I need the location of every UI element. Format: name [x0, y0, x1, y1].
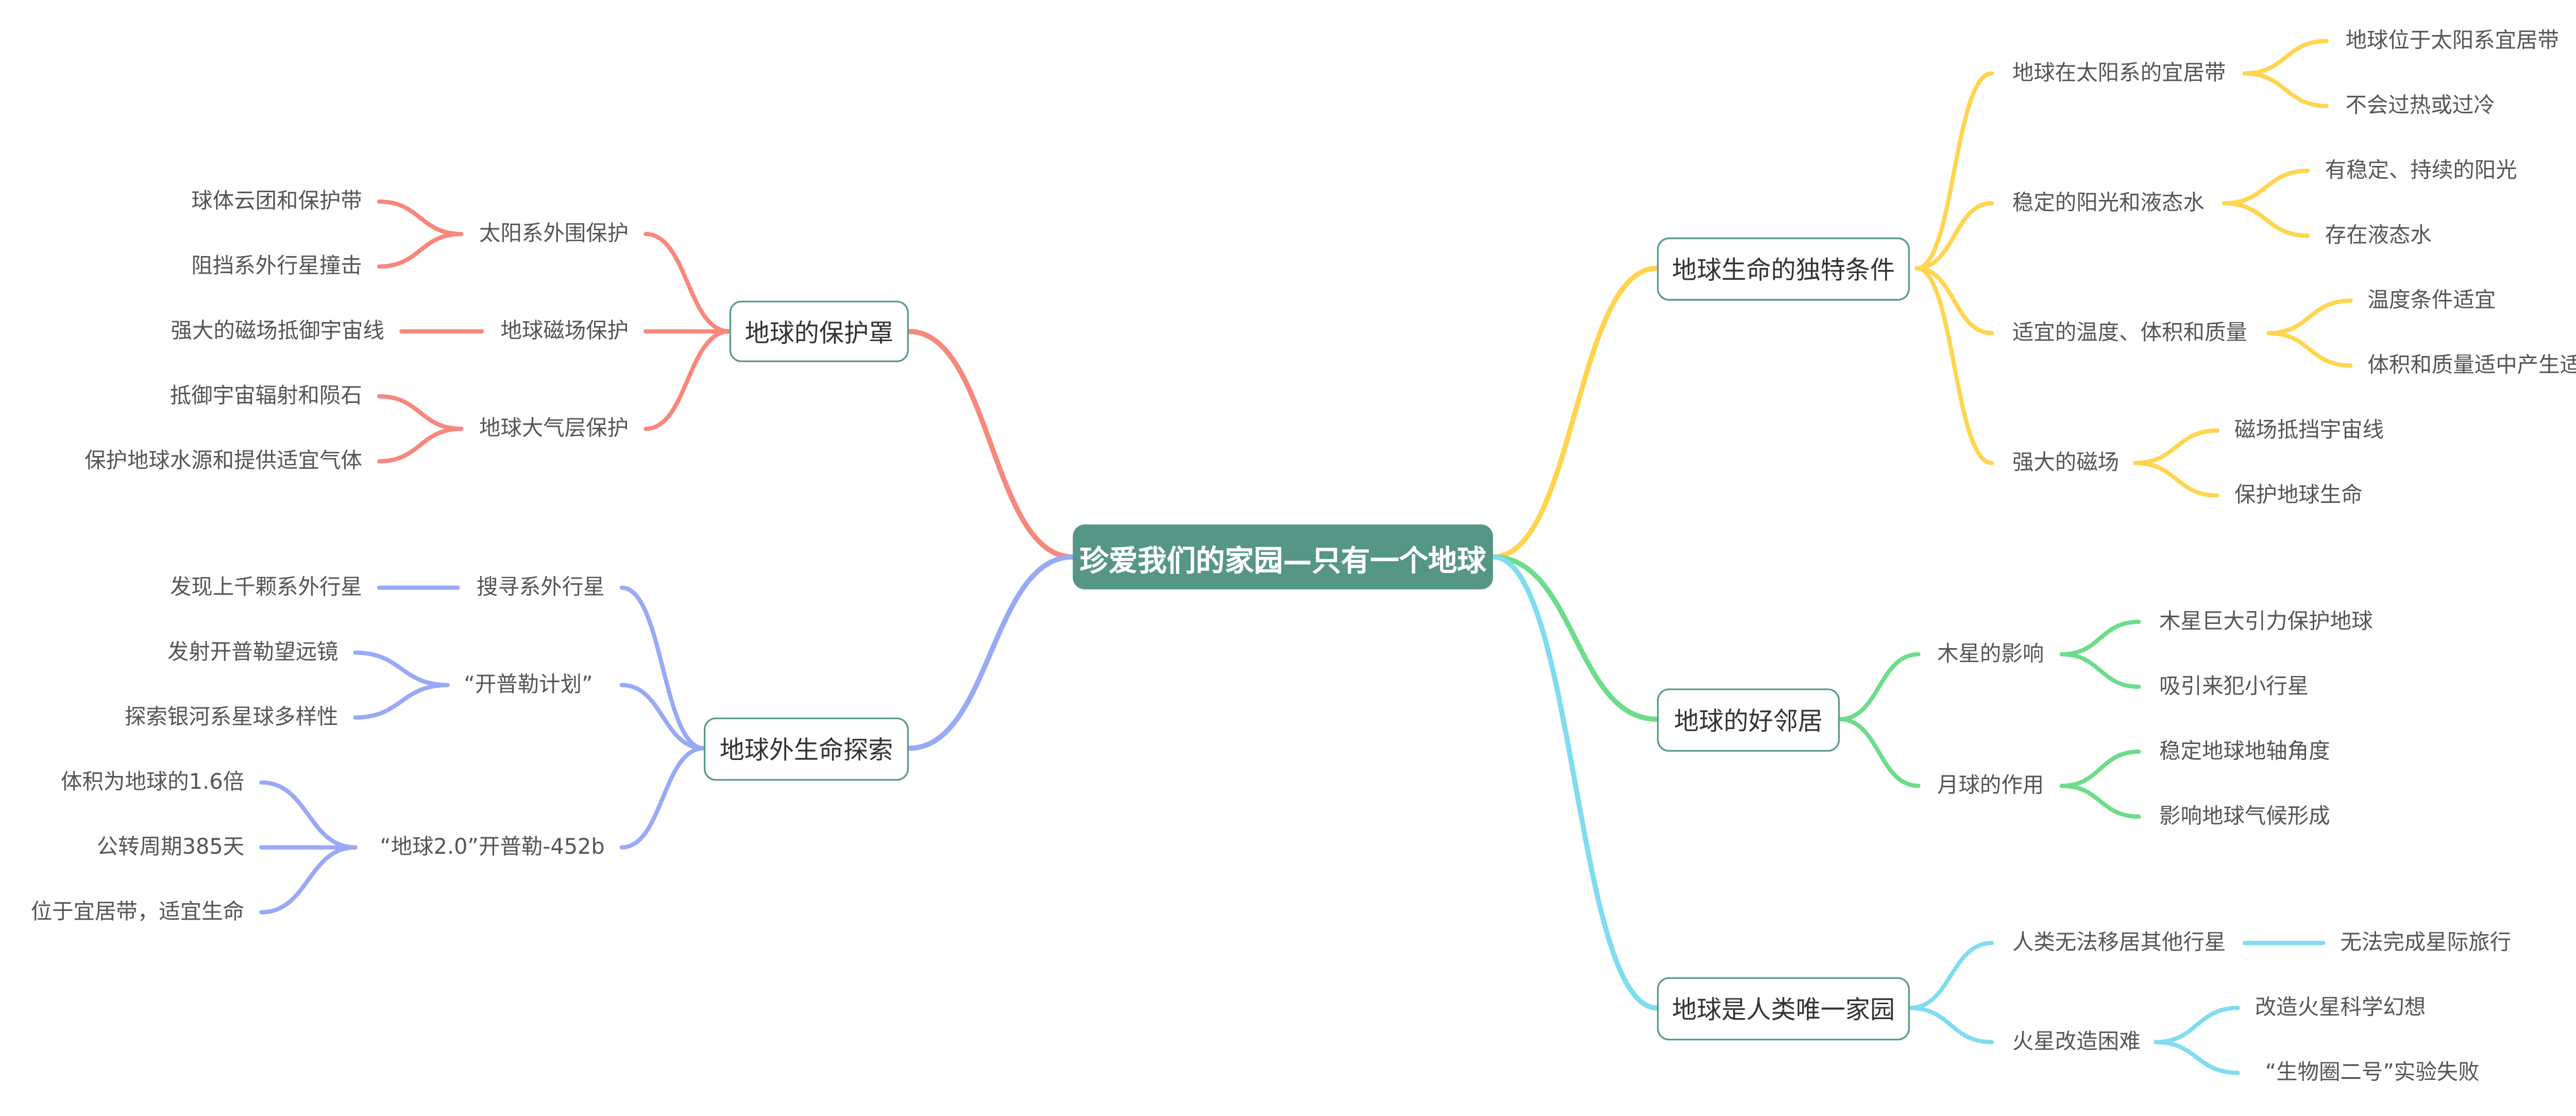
subtopic[interactable]: “地球2.0”开普勒-452b	[380, 833, 605, 859]
connector-line	[2059, 652, 2141, 689]
connector-line	[2059, 619, 2141, 657]
connector-line	[1914, 201, 1994, 270]
leaf-topic[interactable]: 无法完成星际旅行	[2340, 928, 2512, 955]
connector-line	[2222, 168, 2310, 206]
connector-line	[377, 232, 464, 269]
connector-line	[1837, 652, 1921, 722]
connector-line	[1490, 554, 1660, 722]
connector-line	[906, 329, 1076, 560]
connector-line	[2242, 39, 2329, 76]
subtopic[interactable]: 木星的影响	[1937, 640, 2044, 666]
leaf-topic[interactable]: “生物圈二号”实验失败	[2265, 1058, 2480, 1085]
topic-explore[interactable]: 地球外生命探索	[704, 717, 909, 781]
connector-line	[906, 554, 1076, 751]
subtopic[interactable]: “开普勒计划”	[464, 671, 593, 697]
leaf-topic[interactable]: 改造火星科学幻想	[2255, 993, 2426, 1020]
subtopic[interactable]: 太阳系外围保护	[479, 219, 629, 246]
root-topic[interactable]: 珍爱我们的家园—只有一个地球	[1073, 524, 1493, 589]
leaf-topic[interactable]: 强大的磁场抵御宇宙线	[171, 317, 385, 343]
connector-line	[2154, 1040, 2240, 1075]
connector-line	[643, 232, 732, 334]
connector-line	[1490, 554, 1660, 1011]
subtopic[interactable]: 稳定的阳光和液态水	[2012, 189, 2205, 215]
leaf-topic[interactable]: 发射开普勒望远镜	[167, 638, 338, 664]
connector-line	[1907, 1006, 1994, 1044]
leaf-topic[interactable]: 木星巨大引力保护地球	[2159, 607, 2373, 634]
connector-line	[619, 746, 706, 850]
connector-line	[643, 329, 732, 431]
connector-line	[2059, 784, 2141, 819]
leaf-topic[interactable]: 抵御宇宙辐射和陨石	[170, 382, 362, 408]
leaf-topic[interactable]: 不会过热或过冷	[2345, 92, 2495, 117]
connector-line	[1907, 941, 1994, 1010]
connector-line	[353, 683, 450, 720]
leaf-topic[interactable]: 保护地球水源和提供适宜气体	[84, 447, 362, 473]
leaf-topic[interactable]: 温度条件适宜	[2367, 286, 2496, 312]
leaf-topic[interactable]: 存在液态水	[2325, 222, 2432, 247]
leaf-topic[interactable]: 体积和质量适中产生适宜引力	[2367, 351, 2576, 377]
connector-line	[2133, 461, 2219, 498]
leaf-topic[interactable]: 有稳定、持续的阳光	[2325, 157, 2517, 182]
connector-line	[1837, 717, 1921, 788]
connector-line	[1914, 71, 1994, 270]
topic-conditions[interactable]: 地球生命的独特条件	[1657, 237, 1910, 301]
connector-line	[1914, 266, 1994, 465]
connector-line	[2133, 428, 2219, 465]
subtopic[interactable]: 月球的作用	[1937, 771, 2044, 798]
leaf-topic[interactable]: 稳定地球地轴角度	[2159, 737, 2330, 764]
leaf-topic[interactable]: 公转周期385天	[96, 833, 245, 859]
connector-line	[353, 650, 450, 687]
subtopic[interactable]: 地球在太阳系的宜居带	[2012, 59, 2226, 85]
connector-line	[2242, 71, 2329, 108]
leaf-topic[interactable]: 球体云团和保护带	[191, 187, 362, 213]
connector-line	[1490, 265, 1660, 560]
connector-line	[619, 683, 706, 751]
leaf-topic[interactable]: 吸引来犯小行星	[2159, 672, 2309, 699]
leaf-topic[interactable]: 发现上千颗系外行星	[170, 573, 362, 599]
leaf-topic[interactable]: 保护地球生命	[2234, 481, 2363, 507]
connector-line	[2266, 298, 2353, 335]
connector-line	[619, 585, 706, 751]
leaf-topic[interactable]: 体积为地球的1.6倍	[61, 768, 245, 794]
subtopic[interactable]: 适宜的温度、体积和质量	[2012, 319, 2247, 345]
connector-line	[1914, 266, 1994, 335]
connector-line	[2154, 1006, 2240, 1044]
connector-line	[377, 427, 464, 464]
leaf-topic[interactable]: 阻挡系外行星撞击	[191, 252, 362, 278]
subtopic[interactable]: 搜寻系外行星	[477, 573, 605, 599]
leaf-topic[interactable]: 探索银河系星球多样性	[124, 703, 338, 729]
connector-line	[259, 845, 358, 915]
subtopic[interactable]: 人类无法移居其他行星	[2012, 928, 2226, 955]
topic-home[interactable]: 地球是人类唯一家园	[1657, 977, 1910, 1041]
connector-line	[377, 199, 464, 236]
leaf-topic[interactable]: 位于宜居带，适宜生命	[30, 898, 245, 924]
subtopic[interactable]: 火星改造困难	[2012, 1028, 2141, 1054]
connector-line	[259, 780, 358, 850]
connector-line	[377, 394, 464, 431]
subtopic[interactable]: 强大的磁场	[2012, 449, 2120, 475]
subtopic[interactable]: 地球大气层保护	[479, 414, 629, 441]
connector-line	[2266, 331, 2353, 368]
leaf-topic[interactable]: 磁场抵挡宇宙线	[2234, 416, 2384, 442]
leaf-topic[interactable]: 影响地球气候形成	[2159, 802, 2330, 828]
topic-neighbors[interactable]: 地球的好邻居	[1657, 688, 1840, 752]
subtopic[interactable]: 地球磁场保护	[500, 317, 629, 343]
connector-line	[2059, 749, 2141, 788]
connector-line	[2222, 201, 2310, 238]
topic-protect[interactable]: 地球的保护罩	[729, 300, 909, 362]
leaf-topic[interactable]: 地球位于太阳系宜居带	[2345, 27, 2559, 53]
